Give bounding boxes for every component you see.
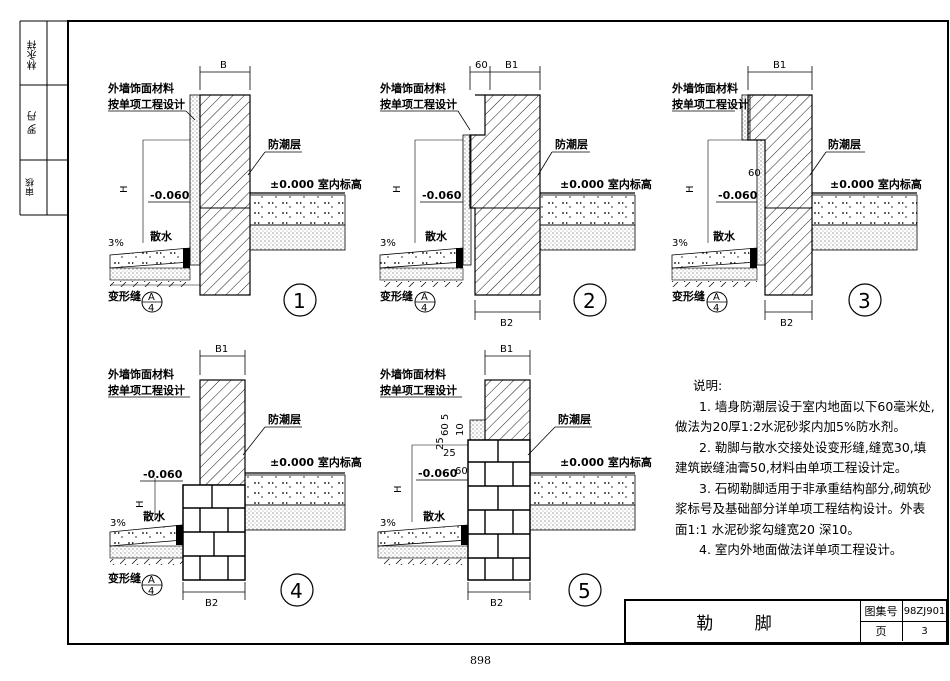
svg-text:散水: 散水 [713, 229, 736, 243]
svg-text:H: H [392, 185, 403, 193]
svg-text:B2: B2 [500, 318, 513, 329]
svg-text:B2: B2 [780, 318, 793, 329]
svg-text:变形缝: 变形缝 [380, 289, 413, 303]
svg-text:A: A [148, 292, 155, 303]
detail-4: B1 B2 外墙饰面材料 按单项工程设计 防潮层 ±0.000 室内标高 H -… [107, 344, 362, 609]
svg-text:外墙饰面材料: 外墙饰面材料 [671, 81, 738, 95]
svg-text:10: 10 [455, 423, 466, 436]
svg-text:5: 5 [578, 579, 591, 603]
svg-text:3%: 3% [110, 518, 126, 529]
svg-text:4: 4 [290, 579, 303, 603]
svg-text:B1: B1 [505, 60, 518, 71]
svg-text:A: A [713, 292, 720, 303]
svg-text:4: 4 [148, 303, 154, 314]
svg-text:4: 4 [421, 303, 427, 314]
dim-B: B [220, 60, 227, 71]
svg-text:60: 60 [475, 60, 488, 71]
note-1: 1. 墙身防潮层设于室内地面以下60毫米处,做法为20厚1:2水泥砂浆内加5%防… [675, 398, 935, 435]
joint-label: 变形缝 [108, 289, 141, 303]
detail-2: 60 B1 B2 外墙饰面材料 按单项工程设计 防潮层 ±0.000 室内标高 … [379, 60, 652, 329]
finish-label-2: 按单项工程设计 [108, 97, 185, 111]
svg-text:H: H [685, 185, 696, 193]
note-3: 3. 石砌勒脚适用于非承重结构部分,砌筑砂浆标号及基础部分详单项工程结构设计。外… [675, 480, 932, 537]
h-label: H [119, 185, 130, 193]
detail-5: B1 B2 外墙饰面材料 按单项工程设计 防潮层 ±0.000 室内标高 60 … [377, 344, 652, 609]
svg-text:±0.000 室内标高: ±0.000 室内标高 [560, 455, 652, 469]
svg-text:防潮层: 防潮层 [555, 137, 588, 151]
svg-text:防潮层: 防潮层 [558, 412, 591, 426]
indoor-label: ±0.000 室内标高 [270, 177, 362, 191]
svg-text:外墙饰面材料: 外墙饰面材料 [107, 367, 174, 381]
detail-1: B 外墙饰面材料 按单项工程设计 防潮层 ±0.000 室内标高 H -0.06… [107, 60, 362, 317]
atlas-value: 98ZJ901 [903, 605, 946, 617]
svg-text:4: 4 [148, 586, 154, 597]
svg-text:3%: 3% [672, 238, 688, 249]
svg-text:B1: B1 [500, 344, 513, 355]
detail-number: 1 [293, 289, 306, 313]
svg-text:B2: B2 [205, 598, 218, 609]
svg-text:60: 60 [455, 466, 468, 477]
svg-text:按单项工程设计: 按单项工程设计 [380, 383, 457, 397]
notes-heading: 说明: [693, 378, 723, 393]
svg-text:防潮层: 防潮层 [828, 137, 861, 151]
svg-text:按单项工程设计: 按单项工程设计 [672, 97, 749, 111]
minus-label: -0.060 [150, 189, 190, 202]
apron-label: 散水 [150, 229, 173, 243]
svg-text:变形缝: 变形缝 [108, 571, 141, 585]
side-sign-1: 林永祥 [28, 40, 39, 70]
sheet-border [67, 20, 949, 645]
svg-text:H: H [393, 485, 404, 493]
sheet-title: 勒 脚 [626, 601, 861, 642]
svg-text:-0.060: -0.060 [418, 467, 458, 480]
svg-text:外墙饰面材料: 外墙饰面材料 [379, 367, 446, 381]
side-sign-2: 罗 丹 [28, 110, 39, 134]
svg-text:3%: 3% [380, 238, 396, 249]
svg-text:A: A [421, 292, 428, 303]
notes: 说明: 1. 墙身防潮层设于室内地面以下60毫米处,做法为20厚1:2水泥砂浆内… [675, 376, 935, 561]
page-value: 3 [921, 625, 928, 637]
svg-text:2: 2 [583, 289, 596, 313]
finish-label: 外墙饰面材料 [107, 81, 174, 95]
detail-3: B1 B2 外墙饰面材料 按单项工程设计 60 防潮层 ±0.000 室内标高 … [671, 60, 922, 329]
atlas-label: 图集号 [860, 601, 903, 621]
slope-label: 3% [108, 238, 124, 249]
svg-text:H: H [135, 500, 146, 508]
svg-text:-0.060: -0.060 [718, 189, 758, 202]
svg-text:B2: B2 [490, 598, 503, 609]
svg-text:±0.000 室内标高: ±0.000 室内标高 [270, 455, 362, 469]
svg-text:按单项工程设计: 按单项工程设计 [108, 383, 185, 397]
page-label: 页 [860, 621, 903, 641]
side-role: 审核 [26, 178, 36, 197]
note-2: 2. 勒脚与散水交接处设变形缝,缝宽30,填建筑嵌缝油膏50,材料由单项工程设计… [675, 439, 927, 476]
svg-text:60: 60 [748, 168, 761, 179]
svg-text:25: 25 [443, 448, 456, 459]
svg-text:±0.000 室内标高: ±0.000 室内标高 [560, 177, 652, 191]
svg-text:25: 25 [435, 437, 446, 450]
svg-text:防潮层: 防潮层 [268, 412, 301, 426]
svg-text:3: 3 [858, 289, 871, 313]
svg-text:-0.060: -0.060 [143, 468, 183, 481]
svg-text:A: A [148, 575, 155, 586]
svg-text:散水: 散水 [143, 509, 166, 523]
svg-text:B1: B1 [215, 344, 228, 355]
note-4: 4. 室内外地面做法详单项工程设计。 [699, 542, 903, 557]
svg-text:60 5: 60 5 [440, 414, 451, 436]
dpc-label: 防潮层 [268, 137, 301, 151]
svg-text:外墙饰面材料: 外墙饰面材料 [379, 81, 446, 95]
svg-text:4: 4 [713, 303, 719, 314]
svg-text:3%: 3% [380, 518, 396, 529]
page-number: 898 [470, 654, 491, 667]
svg-text:变形缝: 变形缝 [672, 289, 705, 303]
svg-text:按单项工程设计: 按单项工程设计 [380, 97, 457, 111]
svg-text:-0.060: -0.060 [422, 189, 462, 202]
title-block: 勒 脚 图集号 98ZJ901 页 3 [624, 599, 948, 644]
svg-text:B1: B1 [773, 60, 786, 71]
svg-text:散水: 散水 [423, 509, 446, 523]
svg-text:±0.000 室内标高: ±0.000 室内标高 [830, 177, 922, 191]
svg-text:散水: 散水 [425, 229, 448, 243]
